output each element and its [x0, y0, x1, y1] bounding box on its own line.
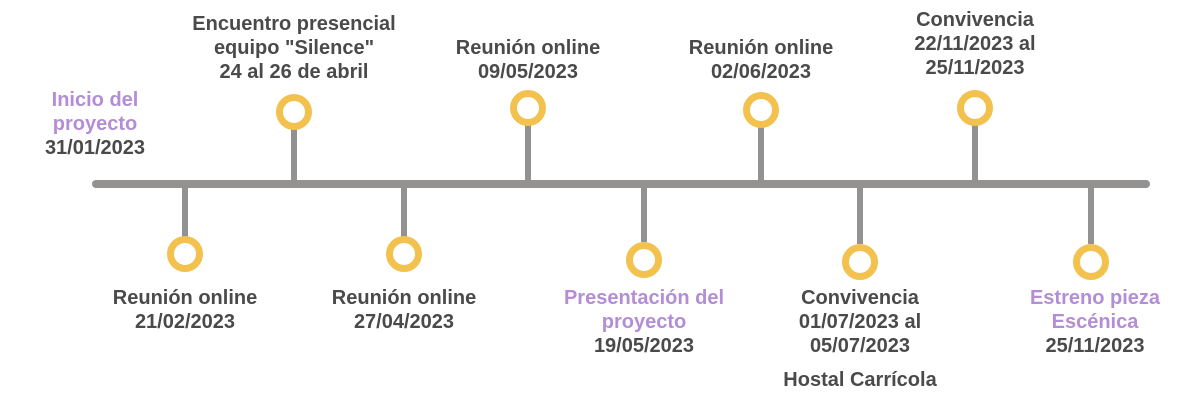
event-title-line: proyecto [601, 311, 687, 333]
event-date: 05/07/2023 [809, 335, 911, 357]
event-date: 31/01/2023 [44, 137, 146, 159]
event-title-line: Convivencia [916, 9, 1034, 31]
event-title-line: 01/07/2023 al [798, 311, 922, 333]
event-location: Hostal Carrícola [783, 369, 937, 391]
timeline-node [167, 236, 203, 272]
timeline-stem [641, 188, 647, 242]
timeline-stem [525, 124, 531, 182]
event-date: 02/06/2023 [710, 61, 812, 83]
event-label-online-2: Reunión online 27/04/2023 [304, 286, 504, 334]
event-title-line: Reunión online [331, 287, 477, 309]
event-title-line: equipo "Silence" [213, 37, 375, 59]
event-title-line: Reunión online [455, 37, 601, 59]
timeline-node [957, 90, 993, 126]
timeline-stem [182, 188, 188, 240]
timeline-node [626, 242, 662, 278]
timeline-node [386, 236, 422, 272]
event-title-line: Estreno pieza [1029, 287, 1161, 309]
event-label-start: Inicio del proyecto 31/01/2023 [10, 88, 180, 160]
timeline-node [276, 94, 312, 130]
timeline-stem [972, 124, 978, 182]
timeline-stem [401, 188, 407, 240]
event-title-line: proyecto [52, 113, 138, 135]
event-label-online-1: Reunión online 21/02/2023 [85, 286, 285, 334]
event-label-online-4: Reunión online 02/06/2023 [661, 36, 861, 84]
event-title-line: Encuentro presencial [192, 13, 396, 35]
event-label-estreno: Estreno pieza Escénica 25/11/2023 [1000, 286, 1190, 358]
event-date: 09/05/2023 [477, 61, 579, 83]
event-date: 19/05/2023 [593, 335, 695, 357]
event-date: 25/11/2023 [1045, 335, 1145, 357]
event-label-online-3: Reunión online 09/05/2023 [428, 36, 628, 84]
event-label-encuentro: Encuentro presencial equipo "Silence" 24… [164, 12, 424, 84]
event-title-line: Presentación del [563, 287, 725, 309]
event-title-line: 22/11/2023 al [914, 33, 1036, 55]
event-date: 25/11/2023 [925, 57, 1025, 79]
event-title-line: Reunión online [688, 37, 834, 59]
timeline-stem [291, 128, 297, 182]
event-label-convivencia-2: Convivencia 22/11/2023 al 25/11/2023 [870, 8, 1080, 80]
timeline-stem [1088, 188, 1094, 244]
event-date: 27/04/2023 [353, 311, 455, 333]
timeline-axis [92, 180, 1150, 188]
event-date: 24 al 26 de abril [219, 61, 369, 83]
timeline-node [1073, 244, 1109, 280]
timeline-node [842, 244, 878, 280]
timeline-stem [857, 188, 863, 244]
timeline-stem [758, 126, 764, 182]
event-title-line: Reunión online [112, 287, 258, 309]
event-title-line: Escénica [1051, 311, 1139, 333]
event-date: 21/02/2023 [134, 311, 236, 333]
timeline-node [743, 92, 779, 128]
event-title-line: Convivencia [801, 287, 919, 309]
timeline-node [510, 90, 546, 126]
event-label-convivencia-1: Convivencia 01/07/2023 al 05/07/2023 Hos… [755, 286, 965, 392]
event-label-presentacion: Presentación del proyecto 19/05/2023 [534, 286, 754, 358]
event-title-line: Inicio del [51, 89, 139, 111]
